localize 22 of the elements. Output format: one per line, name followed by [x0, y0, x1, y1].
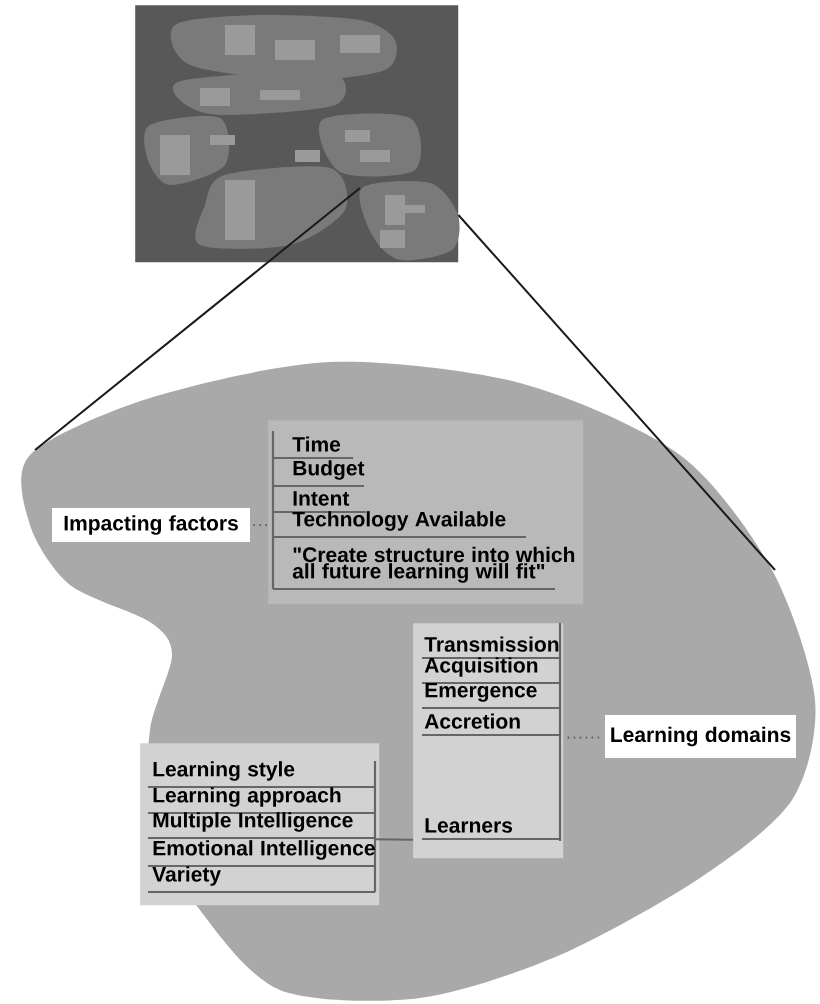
label-box: Impacting factors	[52, 508, 250, 542]
list-item: Budget	[293, 460, 365, 480]
list-item: "Create structure into which all future learning will fit"	[292, 546, 575, 583]
dotted-connector	[567, 736, 602, 739]
list-item: Learners	[425, 818, 513, 833]
list-item: Emotional Intelligence	[153, 840, 375, 860]
label-box: Learning domains	[605, 715, 796, 758]
list-item: Technology Available	[292, 511, 506, 531]
list-item: Accretion	[424, 713, 520, 729]
list-item: Multiple Intelligence	[153, 812, 353, 832]
list-item: Acquisition	[424, 657, 538, 677]
list-item: Intent	[293, 491, 350, 506]
list-item: Time	[292, 436, 341, 452]
list-item: Learning style	[153, 761, 295, 781]
map-thumbnail-drawing	[135, 5, 460, 263]
zoom-line	[457, 214, 776, 571]
list-item: Emergence	[425, 682, 537, 702]
list-item: Variety	[152, 866, 221, 886]
list-item: Learning approach	[153, 787, 341, 807]
zoom-line	[34, 187, 361, 451]
connector-line	[374, 838, 414, 841]
list-item: Transmission	[424, 636, 559, 652]
